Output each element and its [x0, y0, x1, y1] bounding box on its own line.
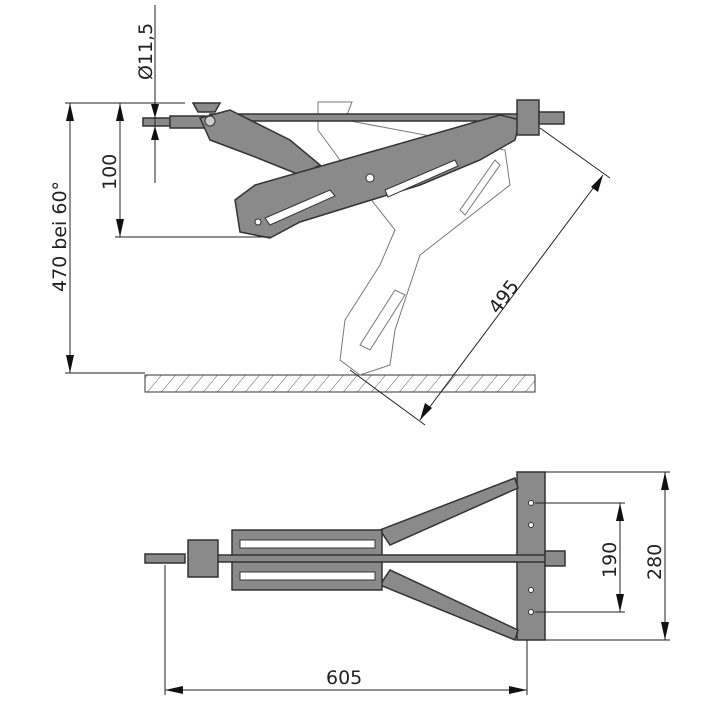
dimension-total-length: 605: [164, 565, 528, 695]
arm-offset-label: 100: [99, 154, 121, 190]
crank-head-top: [187, 539, 219, 578]
top-view: 280 190 605: [144, 471, 670, 695]
pin-diameter-label: Ø11,5: [135, 23, 157, 80]
total-length-label: 605: [326, 667, 362, 689]
spindle-top: [199, 554, 551, 563]
upper-frame-arm: [378, 477, 519, 546]
dimension-hole-spacing: 190: [535, 502, 625, 613]
height-label: 470 bei 60°: [49, 181, 71, 292]
arm-length-label: 495: [484, 276, 523, 318]
end-nut: [538, 111, 565, 125]
dimension-height: 470 bei 60°: [49, 102, 185, 374]
lower-frame-arm: [378, 569, 519, 642]
drive-pin: [142, 117, 172, 127]
dimension-pin-diameter: Ø11,5: [135, 5, 159, 183]
drive-pin-top: [144, 553, 186, 564]
end-bracket: [516, 99, 540, 136]
dimension-plate-width: 280: [545, 471, 670, 641]
ground-hatch: [144, 374, 536, 393]
end-nut-top: [544, 550, 566, 567]
side-view: 470 bei 60° 100 Ø11,5 495: [49, 5, 611, 426]
hole-spacing-label: 190: [599, 542, 621, 578]
dimension-arm-offset: 100: [99, 103, 270, 238]
crank-head: [191, 102, 222, 113]
plate-width-label: 280: [644, 544, 666, 580]
